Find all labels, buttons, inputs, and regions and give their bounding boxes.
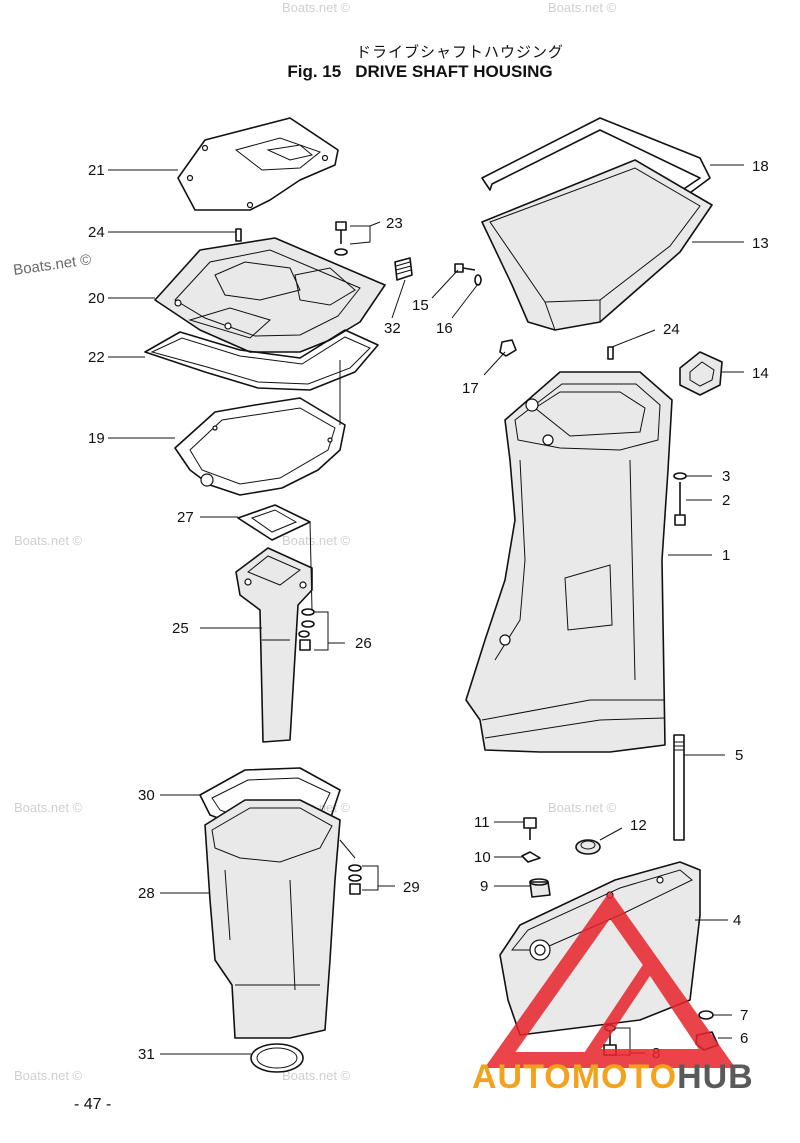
watermark: Boats.net ©: [14, 533, 83, 548]
callout-12: 12: [630, 817, 647, 834]
callout-20: 20: [88, 290, 105, 307]
part-20-adapter-plate: [154, 237, 386, 353]
watermark: Boats.net ©: [14, 800, 83, 815]
callout-24-right: 24: [663, 321, 680, 338]
part-32-collar: [394, 257, 413, 281]
callout-13: 13: [752, 235, 769, 252]
figure-name: DRIVE SHAFT HOUSING: [355, 62, 553, 81]
watermark: Boats.net ©: [14, 1068, 83, 1083]
page-number: - 47 -: [74, 1096, 112, 1113]
watermark: Boats.net ©: [548, 0, 617, 15]
watermark: Boats.net ©: [282, 0, 351, 15]
callout-28: 28: [138, 885, 155, 902]
callout-26: 26: [355, 635, 372, 652]
figure-title: Fig. 15 DRIVE SHAFT HOUSING: [0, 62, 800, 82]
part-11-bolt: [523, 817, 537, 840]
part-13-pan: [481, 159, 713, 331]
callout-17: 17: [462, 380, 479, 397]
part-2-bolt: [674, 482, 686, 526]
part-24-pin: [235, 228, 242, 242]
callout-19: 19: [88, 430, 105, 447]
callout-27: 27: [177, 509, 194, 526]
part-19-gasket: [174, 397, 346, 496]
callout-24: 24: [88, 224, 105, 241]
part-7-washer: [698, 1010, 714, 1020]
callout-16: 16: [436, 320, 453, 337]
callout-30: 30: [138, 787, 155, 804]
callout-23: 23: [386, 215, 403, 232]
callout-4: 4: [733, 912, 741, 929]
part-9-collar: [529, 878, 551, 898]
part-21-gasket: [177, 117, 339, 211]
brand-part-1: AUTOMOTO: [472, 1058, 678, 1096]
callout-11: 11: [474, 814, 490, 831]
part-15-bolt: [454, 263, 476, 273]
figure-number: Fig. 15: [287, 62, 342, 81]
part-23-bolt: [334, 221, 348, 256]
callout-32: 32: [384, 320, 401, 337]
part-5-stud-bolt: [673, 734, 685, 841]
callout-25: 25: [172, 620, 189, 637]
callout-29: 29: [403, 879, 420, 896]
part-25-exhaust-tube: [235, 547, 313, 743]
callout-18: 18: [752, 158, 769, 175]
part-1-drive-shaft-housing: [465, 371, 673, 753]
brand-logo-icon: [484, 891, 736, 1068]
brand-part-2: HUB: [677, 1058, 754, 1096]
callout-21: 21: [88, 162, 105, 179]
part-10-plate: [521, 851, 541, 863]
part-22-seal: [144, 329, 379, 391]
callout-31: 31: [138, 1046, 155, 1063]
callout-22: 22: [88, 349, 105, 366]
watermark: Boats.net ©: [282, 1068, 351, 1083]
callout-1: 1: [722, 547, 730, 564]
part-12-plug: [575, 839, 601, 855]
callout-labels: 21 24 23 20 32 22 19 15 16 18 13 24 14 1…: [88, 158, 769, 1063]
leader-lines: [108, 164, 744, 1056]
watermark: Boats.net ©: [548, 800, 617, 815]
part-24-pin-right: [607, 346, 614, 360]
part-17-nut: [499, 339, 517, 357]
part-26-bolt-set: [298, 608, 315, 651]
callout-15: 15: [412, 297, 429, 314]
title-japanese: ドライブシャフトハウジング: [355, 43, 564, 61]
part-28-extension-case: [204, 799, 341, 1039]
callout-2: 2: [722, 492, 730, 509]
callout-10: 10: [474, 849, 491, 866]
callout-14: 14: [752, 365, 769, 382]
callout-6: 6: [740, 1030, 748, 1047]
callout-7: 7: [740, 1007, 748, 1024]
callout-3: 3: [722, 468, 730, 485]
part-3-washer: [673, 472, 687, 480]
part-31-o-ring: [250, 1043, 304, 1073]
part-16-washer: [474, 274, 482, 286]
watermark: Boats.net ©: [282, 533, 351, 548]
brand-wordmark: AUTOMOTOHUB: [472, 1058, 754, 1097]
callout-5: 5: [735, 747, 743, 764]
part-29-bolt-set: [348, 864, 362, 895]
part-14-grommet: [679, 351, 723, 396]
callout-9: 9: [480, 878, 488, 895]
watermark-strong: Boats.net ©: [12, 251, 92, 279]
